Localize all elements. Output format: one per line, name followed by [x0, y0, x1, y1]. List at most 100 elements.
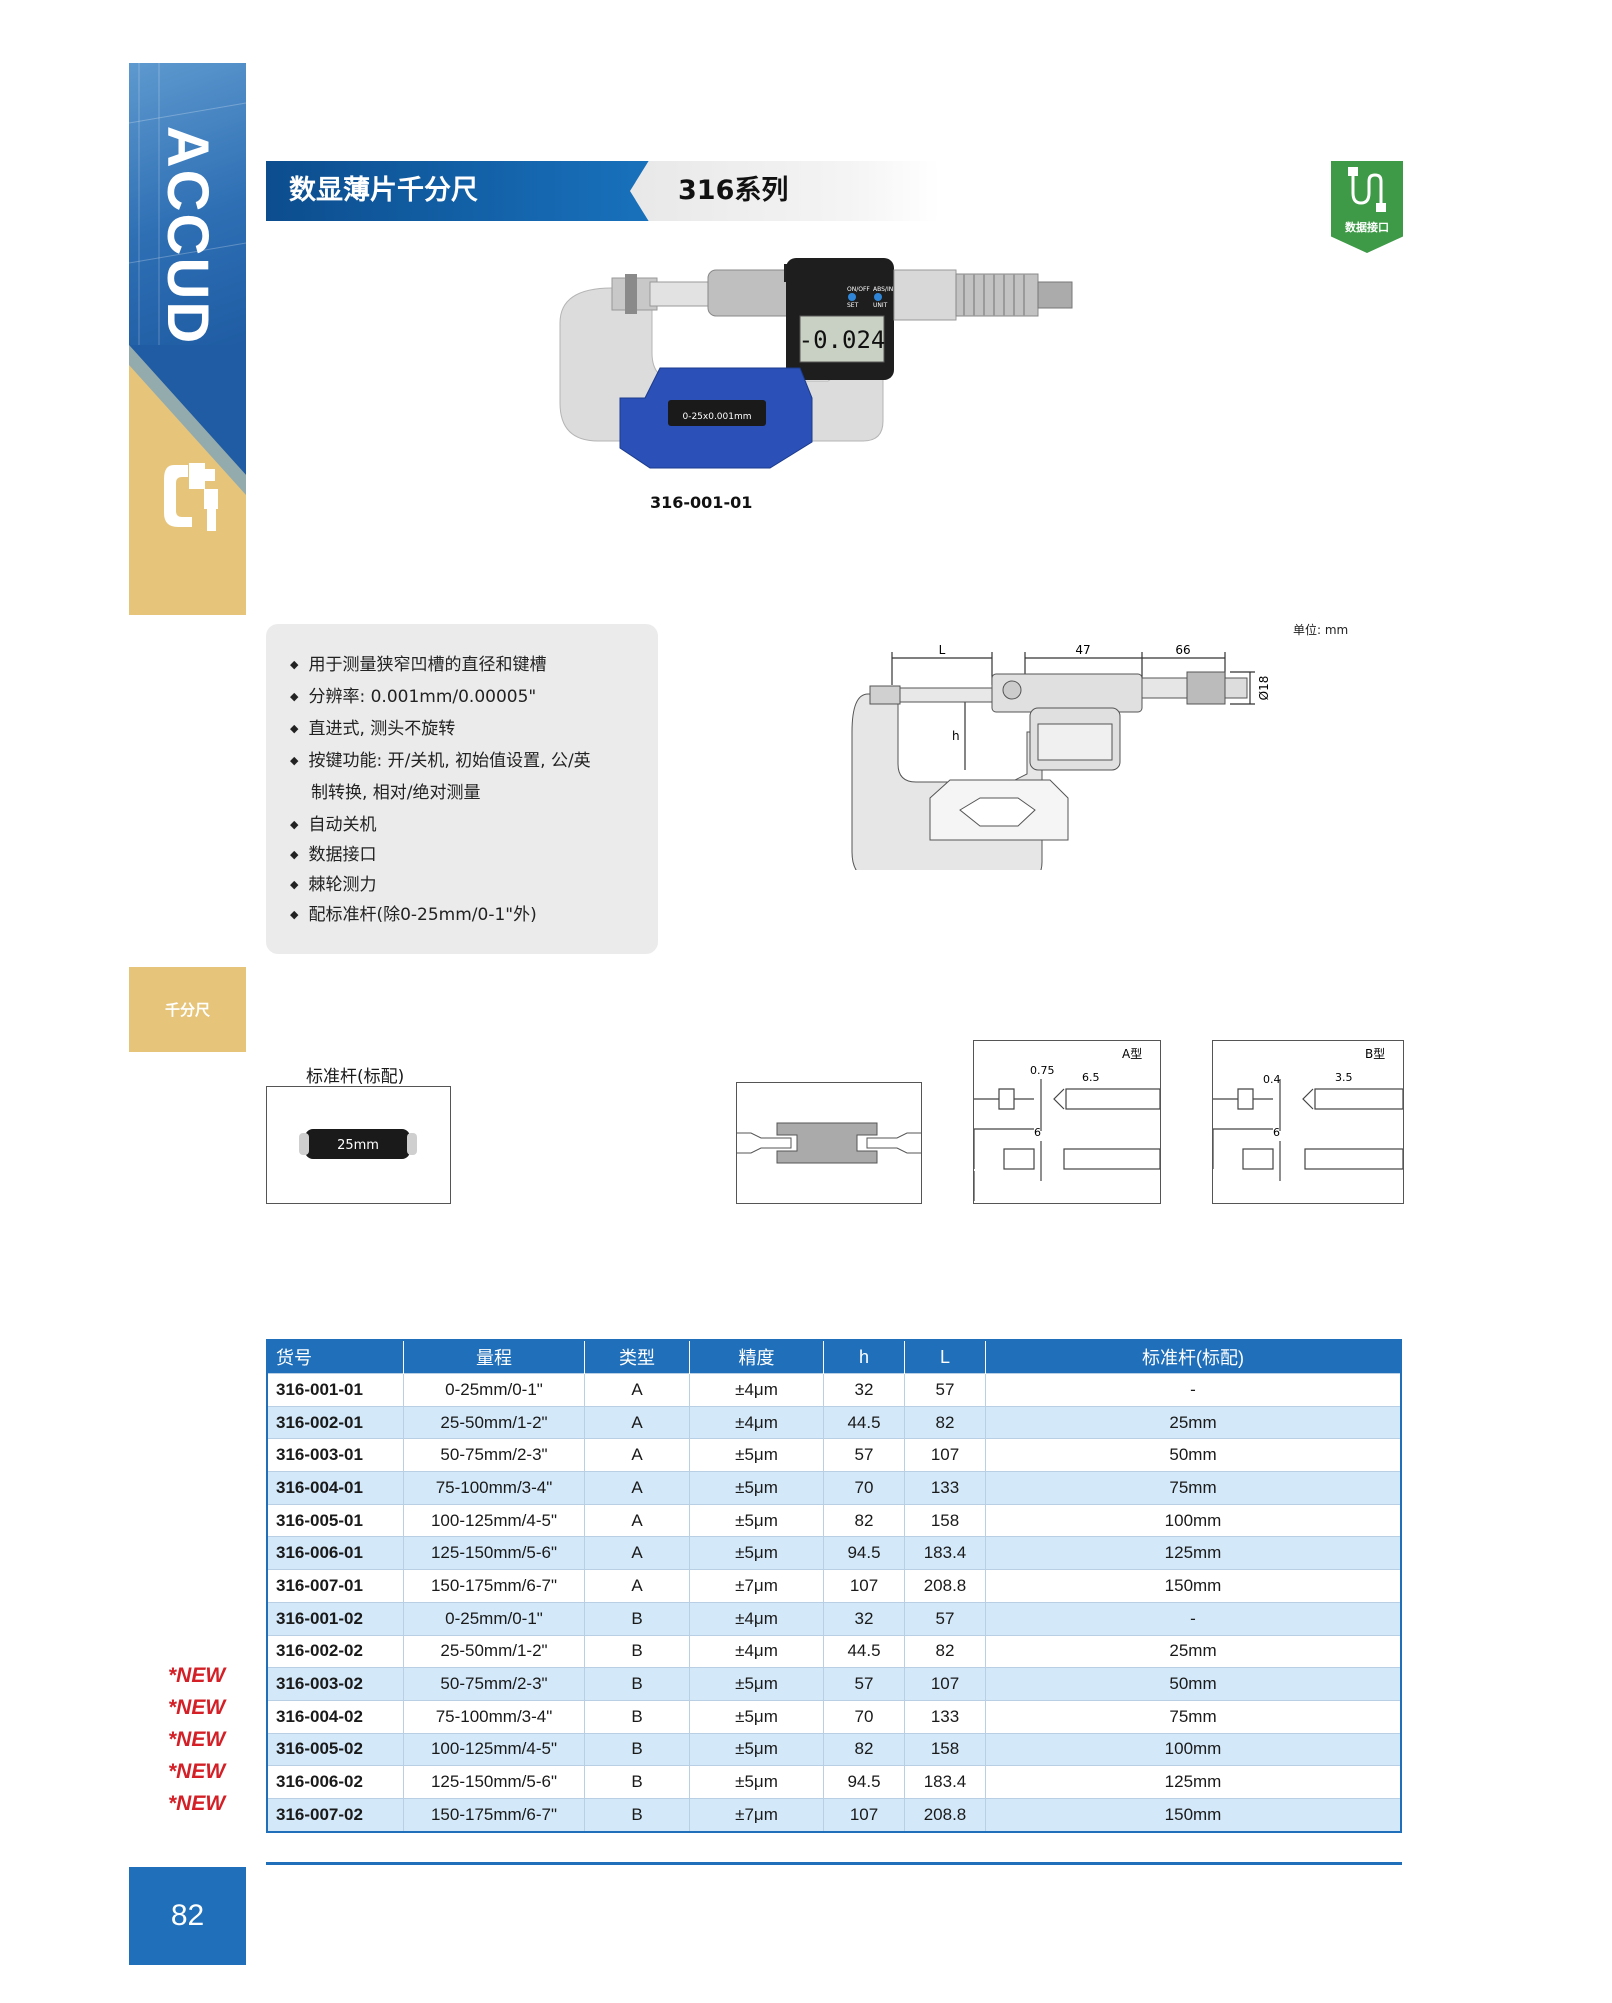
table-cell: 316-006-02: [267, 1765, 404, 1799]
table-cell: B: [584, 1601, 690, 1635]
table-cell: 25mm: [985, 1634, 1402, 1668]
product-model-caption: 316-001-01: [650, 493, 753, 512]
groove-diagram: [736, 1082, 922, 1204]
table-cell: 100-125mm/4-5": [403, 1503, 585, 1537]
col-header-standard-rod: 标准杆(标配): [985, 1340, 1402, 1374]
table-cell: 0-25mm/0-1": [403, 1373, 585, 1407]
type-a-dim-3: 6: [1034, 1126, 1041, 1139]
table-cell: 44.5: [823, 1634, 905, 1668]
table-cell: 50mm: [985, 1667, 1402, 1701]
table-cell: A: [584, 1373, 690, 1407]
table-cell: 150mm: [985, 1797, 1402, 1832]
col-header-type: 类型: [584, 1340, 690, 1374]
feature-item: 棘轮测力: [290, 870, 376, 895]
col-header-L: L: [904, 1340, 986, 1374]
table-cell: 50-75mm/2-3": [403, 1438, 585, 1472]
table-cell: 158: [904, 1732, 986, 1766]
svg-text:ABS/INC: ABS/INC: [873, 286, 897, 293]
table-cell: 133: [904, 1471, 986, 1505]
feature-item: 分辨率: 0.001mm/0.00005": [290, 682, 536, 707]
badge-label: 数据接口: [1345, 221, 1389, 234]
table-cell: ±5μm: [689, 1438, 824, 1472]
table-cell: ±7μm: [689, 1569, 824, 1603]
table-cell: A: [584, 1569, 690, 1603]
table-cell: B: [584, 1634, 690, 1668]
brand-tan-panel: [129, 345, 246, 615]
table-cell: 316-005-02: [267, 1732, 404, 1766]
type-a-label: A型: [1122, 1047, 1142, 1061]
table-cell: 316-001-01: [267, 1373, 404, 1407]
page-number: 82: [129, 1867, 246, 1965]
dim-label-h: h: [952, 729, 960, 743]
table-cell: 75mm: [985, 1699, 1402, 1734]
dim-label-L: L: [939, 643, 946, 657]
table-cell: ±5μm: [689, 1765, 824, 1799]
table-cell: B: [584, 1732, 690, 1766]
product-photo: ON/OFF SET ABS/INC UNIT -0.024 0-25x0.00…: [559, 258, 1073, 469]
table-cell: 25-50mm/1-2": [403, 1634, 585, 1668]
table-cell: B: [584, 1699, 690, 1734]
table-cell: 208.8: [904, 1797, 986, 1832]
table-cell: 107: [904, 1438, 986, 1472]
table-cell: 75-100mm/3-4": [403, 1699, 585, 1734]
table-cell: 57: [823, 1438, 905, 1472]
table-cell: A: [584, 1503, 690, 1537]
page-title: 数显薄片千分尺: [289, 175, 478, 206]
usb-cable-icon: [1348, 167, 1386, 212]
feature-item: 直进式, 测头不旋转: [290, 714, 455, 739]
series-title: 316系列: [678, 175, 789, 206]
type-b-label: B型: [1365, 1047, 1385, 1061]
svg-text:UNIT: UNIT: [873, 302, 888, 309]
table-cell: ±5μm: [689, 1503, 824, 1537]
table-cell: 25-50mm/1-2": [403, 1405, 585, 1439]
table-cell: 94.5: [823, 1536, 905, 1570]
new-tag: *NEW: [168, 1664, 226, 1687]
dimension-drawing: L 47 66 h Ø18: [851, 643, 1271, 870]
table-cell: 125mm: [985, 1536, 1402, 1570]
col-header-part-no: 货号: [267, 1340, 404, 1374]
table-cell: 82: [904, 1405, 986, 1439]
table-cell: 82: [904, 1634, 986, 1668]
table-cell: 94.5: [823, 1765, 905, 1799]
rod-size-label: 25mm: [337, 1138, 379, 1153]
svg-text:SET: SET: [847, 302, 859, 309]
table-cell: 150mm: [985, 1569, 1402, 1603]
table-cell: 133: [904, 1699, 986, 1734]
standard-rod-title: 标准杆(标配): [306, 1067, 405, 1087]
table-cell: 107: [823, 1569, 905, 1603]
table-cell: 107: [823, 1797, 905, 1832]
table-cell: 208.8: [904, 1569, 986, 1603]
svg-text:ON/OFF: ON/OFF: [847, 286, 870, 293]
table-cell: 125-150mm/5-6": [403, 1536, 585, 1570]
table-cell: 316-003-02: [267, 1667, 404, 1701]
table-cell: B: [584, 1765, 690, 1799]
feature-item: 数据接口: [290, 840, 376, 865]
features-panel: [266, 624, 658, 954]
table-cell: 57: [823, 1667, 905, 1701]
table-cell: -: [985, 1601, 1402, 1635]
table-cell: 125mm: [985, 1765, 1402, 1799]
table-cell: 316-002-02: [267, 1634, 404, 1668]
table-cell: -: [985, 1373, 1402, 1407]
side-tab-category[interactable]: 千分尺: [129, 967, 246, 1052]
standard-rod-frame: 25mm: [266, 1086, 451, 1204]
table-cell: ±5μm: [689, 1667, 824, 1701]
feature-item-continued: 制转换, 相对/绝对测量: [311, 783, 481, 803]
table-cell: A: [584, 1471, 690, 1505]
table-cell: 316-004-02: [267, 1699, 404, 1734]
table-cell: 100mm: [985, 1732, 1402, 1766]
dim-label-47: 47: [1075, 643, 1090, 657]
type-a-diagram: A型 0.75 6.5 6: [973, 1040, 1161, 1204]
brand-logo: ACCUD: [155, 125, 220, 345]
table-cell: 316-002-01: [267, 1405, 404, 1439]
table-cell: 316-007-01: [267, 1569, 404, 1603]
table-cell: A: [584, 1536, 690, 1570]
table-cell: 75mm: [985, 1471, 1402, 1505]
